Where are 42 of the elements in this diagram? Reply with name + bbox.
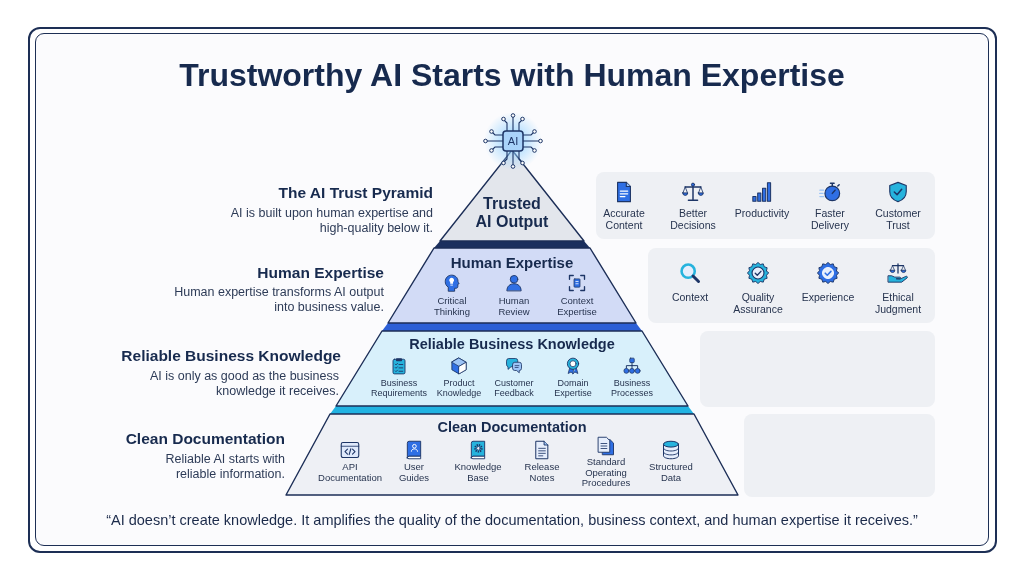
section-description: AI is only as good as the business knowledge it receives. — [149, 369, 339, 398]
section-heading: The AI Trust Pyramid — [278, 184, 433, 202]
item-caption: Quality Assurance — [732, 291, 784, 315]
item-caption: Standard Operating Procedures — [581, 457, 631, 489]
item-caption: Structured Data — [648, 462, 694, 483]
info-panel — [596, 172, 935, 239]
processor-chip — [481, 111, 545, 171]
tier-heading: Clean Documentation — [437, 418, 587, 436]
tier-heading: Reliable Business Knowledge — [409, 335, 615, 353]
item-caption: Customer Trust — [874, 207, 922, 231]
page-title: Trustworthy AI Starts with Human Expertise — [179, 56, 845, 94]
info-panel — [648, 248, 935, 323]
item-caption: Release Notes — [524, 462, 560, 483]
section-heading: Human Expertise — [257, 264, 384, 282]
item-caption: Critical Thinking — [433, 296, 471, 317]
item-caption: User Guides — [398, 462, 430, 483]
item-caption: Better Decisions — [669, 207, 717, 231]
item-caption: Domain Expertise — [553, 378, 593, 398]
section-description: Reliable AI starts with reliable information. — [164, 452, 285, 481]
item-caption: Business Requirements — [370, 378, 428, 398]
item-caption: API Documentation — [317, 462, 383, 483]
item-caption: Customer Feedback — [493, 378, 535, 398]
tier-heading: Trusted AI Output — [475, 195, 549, 231]
item-caption: Human Review — [497, 296, 531, 317]
section-heading: Reliable Business Knowledge — [121, 347, 341, 365]
item-caption: Context Expertise — [556, 296, 598, 317]
item-caption: Faster Delivery — [810, 207, 850, 231]
item-caption: Experience — [801, 291, 855, 303]
section-heading: Clean Documentation — [125, 430, 285, 448]
section-description: Human expertise transforms AI output into business value. — [173, 285, 384, 314]
item-caption: Knowledge Base — [453, 462, 503, 483]
item-caption: Ethical Judgment — [874, 291, 922, 315]
pyramid-tier — [283, 412, 741, 497]
item-caption: Business Processes — [610, 378, 654, 398]
item-caption: Context — [671, 291, 709, 303]
item-caption: Accurate Content — [602, 207, 646, 231]
quote-caption: “AI doesn’t create knowledge. It amplifies the quality of the documentation, business context, and human expertise it receives.” — [106, 511, 918, 529]
section-description: AI is built upon human expertise and high-quality below it. — [229, 206, 433, 235]
item-caption: Productivity — [734, 207, 790, 219]
item-caption: Product Knowledge — [436, 378, 482, 398]
chip-label: AI — [507, 135, 519, 147]
tier-heading: Human Expertise — [450, 253, 574, 271]
